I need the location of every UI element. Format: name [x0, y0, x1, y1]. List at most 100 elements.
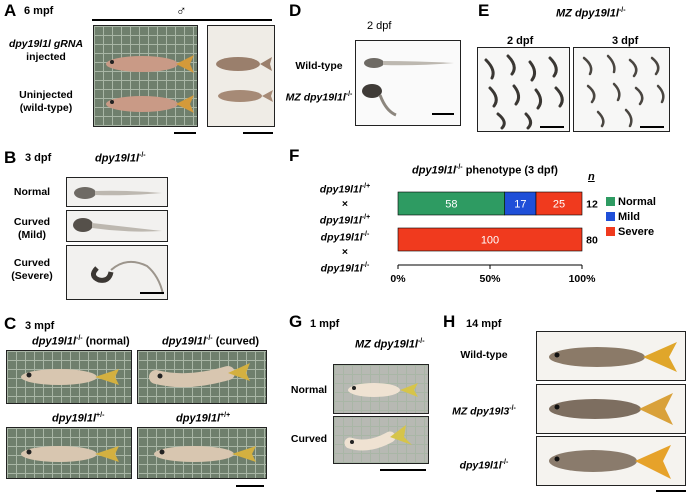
panel-c-t4-name: dpy19l1l	[176, 412, 221, 425]
panel-g-curved-label: Curved	[290, 433, 328, 445]
panel-b-mild-photo	[66, 210, 168, 242]
panel-c-t2-suffix: (curved)	[212, 335, 260, 348]
panel-e-label: E	[478, 1, 490, 20]
panel-f-cross1-top: dpy19l1l-/+	[300, 180, 390, 197]
panel-g-genotype: MZ dpy19l1l-/-	[355, 338, 425, 351]
male-symbol: ♂	[176, 2, 187, 18]
panel-b-mild-line1: Curved	[13, 216, 51, 228]
legend-severe-swatch	[606, 227, 615, 236]
panel-g-curved-fish	[344, 425, 412, 451]
panel-h-mut-photo	[536, 436, 686, 486]
panel-f-cross2-bot: dpy19l1l-/-	[300, 259, 390, 276]
panel-f-cross-1: dpy19l1l-/+ × dpy19l1l-/+	[300, 180, 390, 227]
panel-h-wt-photo	[536, 331, 686, 381]
legend-normal-label: Normal	[618, 196, 656, 208]
panel-f-cross2-top-sup: -/-	[362, 231, 370, 238]
n-value-label: 12	[586, 199, 598, 211]
panel-b-severe-label: Curved (Severe)	[2, 257, 62, 283]
panel-a-row2-line1: Uninjected	[19, 89, 73, 101]
panel-b-severe-photo	[66, 245, 168, 300]
panel-d-label: D	[289, 1, 302, 20]
panel-f-cross1-bot: dpy19l1l-/+	[300, 211, 390, 228]
panel-g-normal-photo	[333, 364, 429, 414]
panel-f-cross2-top: dpy19l1l-/-	[300, 228, 390, 245]
panel-g-genotype-name: MZ dpy19l1l	[355, 338, 418, 351]
panel-b-genotype: dpy19l1l-/-	[95, 152, 146, 165]
panel-h-mz-sup: -/-	[509, 405, 516, 412]
panel-f-cross1-top-gene: dpy19l1l	[319, 183, 362, 196]
panel-a-label: A	[4, 1, 17, 20]
panel-c-t1-sup: -/-	[76, 335, 83, 342]
panel-f-n-header: n	[588, 171, 595, 183]
bar-value-label: 100	[481, 235, 499, 247]
legend-normal: Normal	[606, 196, 656, 211]
panel-b-severe-line1: Curved	[13, 257, 51, 269]
larva-severe	[91, 260, 164, 295]
panel-a-side-drawing	[216, 57, 273, 102]
adult-fish-1	[106, 55, 194, 73]
larva-normal	[74, 187, 162, 199]
panel-a-side-photo	[207, 25, 275, 127]
panel-a-row2-line2: (wild-type)	[19, 102, 73, 114]
panel-h-mz-photo	[536, 384, 686, 434]
panel-h-wt-label: Wild-type	[460, 349, 508, 361]
panel-e-scalebar-1	[540, 126, 564, 128]
panel-g-scalebar	[380, 469, 426, 471]
panel-a-stage: 6 mpf	[24, 5, 54, 17]
panel-f-label: F	[289, 146, 300, 165]
legend-mild-swatch	[606, 212, 615, 221]
panel-c-photo-3	[6, 427, 132, 479]
panel-g-genotype-sup: -/-	[417, 338, 425, 345]
panel-c-t3-sup: +/-	[96, 412, 105, 419]
panel-c-t4-sup: +/+	[220, 412, 231, 419]
panel-h-scalebar	[656, 490, 686, 492]
adult-fish-2	[106, 95, 194, 113]
juvenile-fish-4	[154, 446, 256, 462]
panel-c-title-3: dpy19l1l+/-	[52, 412, 104, 425]
panel-b-scalebar	[140, 292, 164, 294]
panel-b-label: B	[4, 148, 17, 167]
panel-c-stage: 3 mpf	[25, 320, 55, 332]
panel-h-mut-name: dpy19l1l	[459, 459, 502, 472]
panel-f-title-gene: dpy19l1l	[412, 164, 457, 177]
panel-d-mz-name: MZ dpy19l1l	[285, 91, 346, 104]
n-value-label: 80	[586, 235, 598, 247]
panel-b-genotype-sup: -/-	[139, 152, 146, 159]
legend-normal-swatch	[606, 197, 615, 206]
bar-segment-severe	[397, 227, 583, 252]
panel-f-cross1-x: ×	[341, 197, 349, 210]
panel-h-mz-name: MZ dpy19l3	[452, 405, 510, 418]
panel-c-t1-suffix: (normal)	[82, 335, 130, 348]
panel-e-genotype-name: MZ dpy19l1l	[556, 7, 619, 20]
panel-b-mild-label: Curved (Mild)	[2, 216, 62, 242]
bar-value-label: 25	[553, 199, 565, 211]
legend-severe: Severe	[606, 226, 656, 241]
panel-h-mut-label: dpy19l1l-/-	[444, 456, 524, 473]
panel-c-t2-sup: -/-	[206, 335, 213, 342]
panel-e-col2: 3 dpf	[612, 35, 639, 47]
panel-f-title: dpy19l1l-/- phenotype (3 dpf)	[412, 164, 558, 177]
legend-mild-label: Mild	[618, 211, 640, 223]
panel-h-mut-fish	[549, 445, 671, 479]
panel-a-fish-photo	[93, 25, 198, 127]
panel-d-scalebar	[432, 113, 454, 115]
panel-h-mz-fish	[549, 393, 673, 425]
panel-c-title-1: dpy19l1l-/- (normal)	[32, 335, 130, 348]
x-tick-label: 50%	[479, 273, 501, 285]
panel-f-cross2-bot-sup: -/-	[362, 261, 370, 269]
panel-h-wt-fish	[549, 342, 677, 372]
panel-c-t2-name: dpy19l1l	[162, 335, 207, 348]
panel-b-stage: 3 dpf	[25, 152, 52, 164]
panel-c-t1-name: dpy19l1l	[32, 335, 77, 348]
panel-c-label: C	[4, 314, 17, 333]
panel-d-larvae	[362, 58, 454, 117]
panel-c-title-2: dpy19l1l-/- (curved)	[162, 335, 259, 348]
panel-h-mut-sup: -/-	[501, 459, 509, 466]
panel-c-photo-1	[6, 350, 132, 404]
legend-mild: Mild	[606, 211, 656, 226]
panel-b-severe-line2: (Severe)	[11, 270, 53, 282]
panel-g-normal-label: Normal	[290, 384, 328, 396]
larva-mild	[73, 218, 162, 232]
panel-g-normal-fish	[348, 383, 418, 397]
panel-a-row1-line2: injected	[26, 51, 66, 63]
